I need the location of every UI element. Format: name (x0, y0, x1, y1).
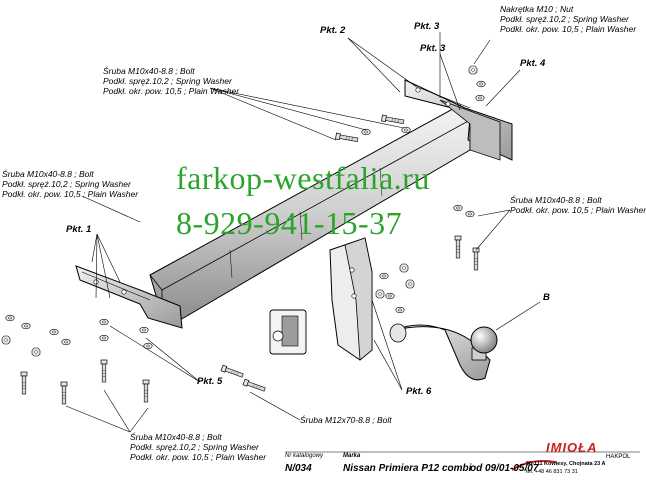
label-line: Śruba M10x40-8.8 ; Bolt (130, 432, 222, 442)
label-line: Podkł. spręż.10,2 ; Spring Washer (2, 179, 131, 189)
label-line: Podkł. okr. pow. 10,5 ; Plain Washer (103, 86, 240, 96)
production-period: od 09/01-05/07 (470, 463, 539, 474)
callout-pkt6: Pkt. 6 (406, 386, 432, 397)
callout-pkt2: Pkt. 2 (320, 25, 346, 36)
callout-pkt3-lower: Pkt. 3 (420, 43, 446, 54)
label-bolt-right: Śruba M10x40-8.8 ; Bolt Podkł. okr. pow.… (510, 195, 646, 215)
watermark-phone: 8-929-941-15-37 (176, 205, 403, 241)
callout-pkt4: Pkt. 4 (520, 58, 546, 69)
label-bolt-left: Śruba M10x40-8.8 ; Bolt Podkł. spręż.10,… (2, 169, 138, 199)
nuts-centre (375, 263, 415, 314)
company-phone: tel. +48 46 831 73 31 (526, 469, 578, 475)
label-nut-washers: Nakrętka M10 ; Nut Podkł. spręż.10,2 ; S… (500, 4, 636, 34)
watermark-site: farkop-westfalia.ru (176, 160, 430, 196)
brand-label: Marka (343, 453, 361, 459)
company-address: 96-111 Kowiesy, Chojnata 23 A (526, 461, 606, 467)
leader-lines (65, 32, 541, 433)
label-line: Podkł. okr. pow. 10,5 ; Plain Washer (500, 24, 637, 34)
nuts-top-right (468, 65, 486, 102)
label-line: Podkł. spręż.10,2 ; Spring Washer (130, 442, 259, 452)
bolt-left-outer (5, 314, 71, 405)
callout-pkt3-upper: Pkt. 3 (414, 21, 440, 32)
right-side-bracket (404, 79, 513, 161)
callout-pkt1: Pkt. 1 (66, 224, 92, 235)
ball-mount-plate (269, 237, 373, 361)
vehicle-model: Nissan Primiera P12 combi (343, 463, 472, 474)
label-line: Śruba M10x40-8.8 ; Bolt (2, 169, 94, 179)
label-line: Podkł. okr. pow. 10,5 ; Plain Washer (2, 189, 139, 199)
tow-ball-hook (389, 323, 498, 381)
label-bolt-top: Śruba M10x40-8.8 ; Bolt Podkł. spręż.10,… (103, 66, 239, 96)
label-line: Podkł. okr. pow. 10,5 ; Plain Washer (510, 205, 646, 215)
logo-hakpol: HAKPOL (606, 454, 631, 460)
label-line: Śruba M10x40-8.8 ; Bolt (510, 195, 602, 205)
nuts-left (1, 335, 41, 357)
label-bolt-bottom: Śruba M10x40-8.8 ; Bolt Podkł. spręż.10,… (130, 432, 266, 462)
callout-pkt5: Pkt. 5 (197, 376, 223, 387)
label-bolt-m12: Śruba M12x70-8.8 ; Bolt (300, 415, 392, 425)
label-line: Śruba M10x40-8.8 ; Bolt (103, 66, 195, 76)
catalog-label: Nr katalogowy (285, 453, 324, 459)
label-line: Podkł. spręż.10,2 ; Spring Washer (500, 14, 629, 24)
catalog-number: N/034 (285, 463, 312, 474)
label-line: Podkł. okr. pow. 10,5 ; Plain Washer (130, 452, 267, 462)
label-line: Podkł. spręż.10,2 ; Spring Washer (103, 76, 232, 86)
bolt-left-bottom (99, 318, 153, 403)
callout-b: B (543, 292, 550, 303)
logo-imiola: IMIOŁA (546, 440, 598, 455)
bolt-m12 (220, 364, 267, 393)
label-line: Nakrętka M10 ; Nut (500, 4, 574, 14)
bolt-right (453, 204, 480, 271)
logo-swoosh (511, 460, 557, 471)
